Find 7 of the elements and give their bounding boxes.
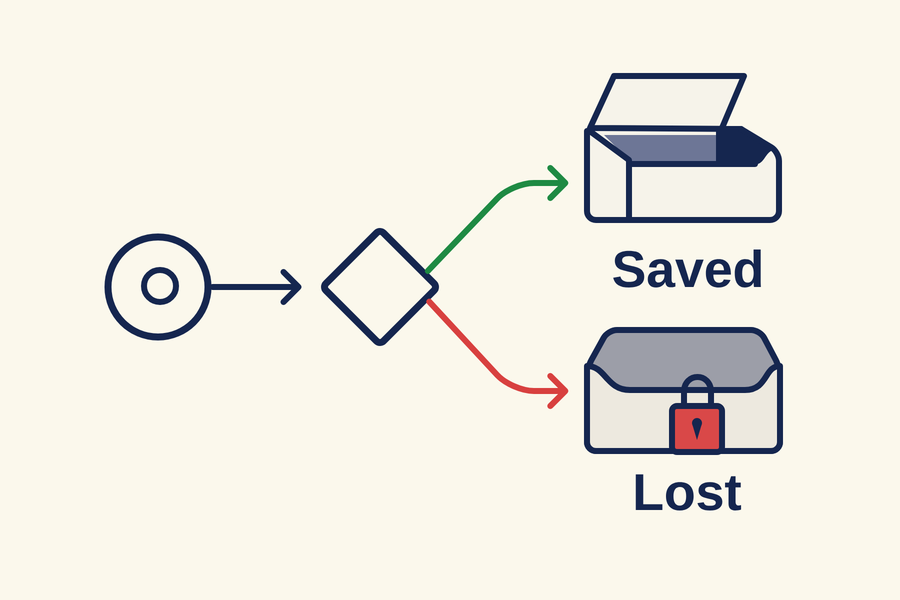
arrow	[210, 269, 302, 305]
arrow	[426, 298, 568, 409]
decision-diamond	[321, 228, 439, 346]
node-label: Lost	[636, 474, 742, 510]
start-circle	[104, 234, 212, 340]
arrow	[424, 165, 568, 274]
node-label: Saved	[613, 249, 761, 288]
